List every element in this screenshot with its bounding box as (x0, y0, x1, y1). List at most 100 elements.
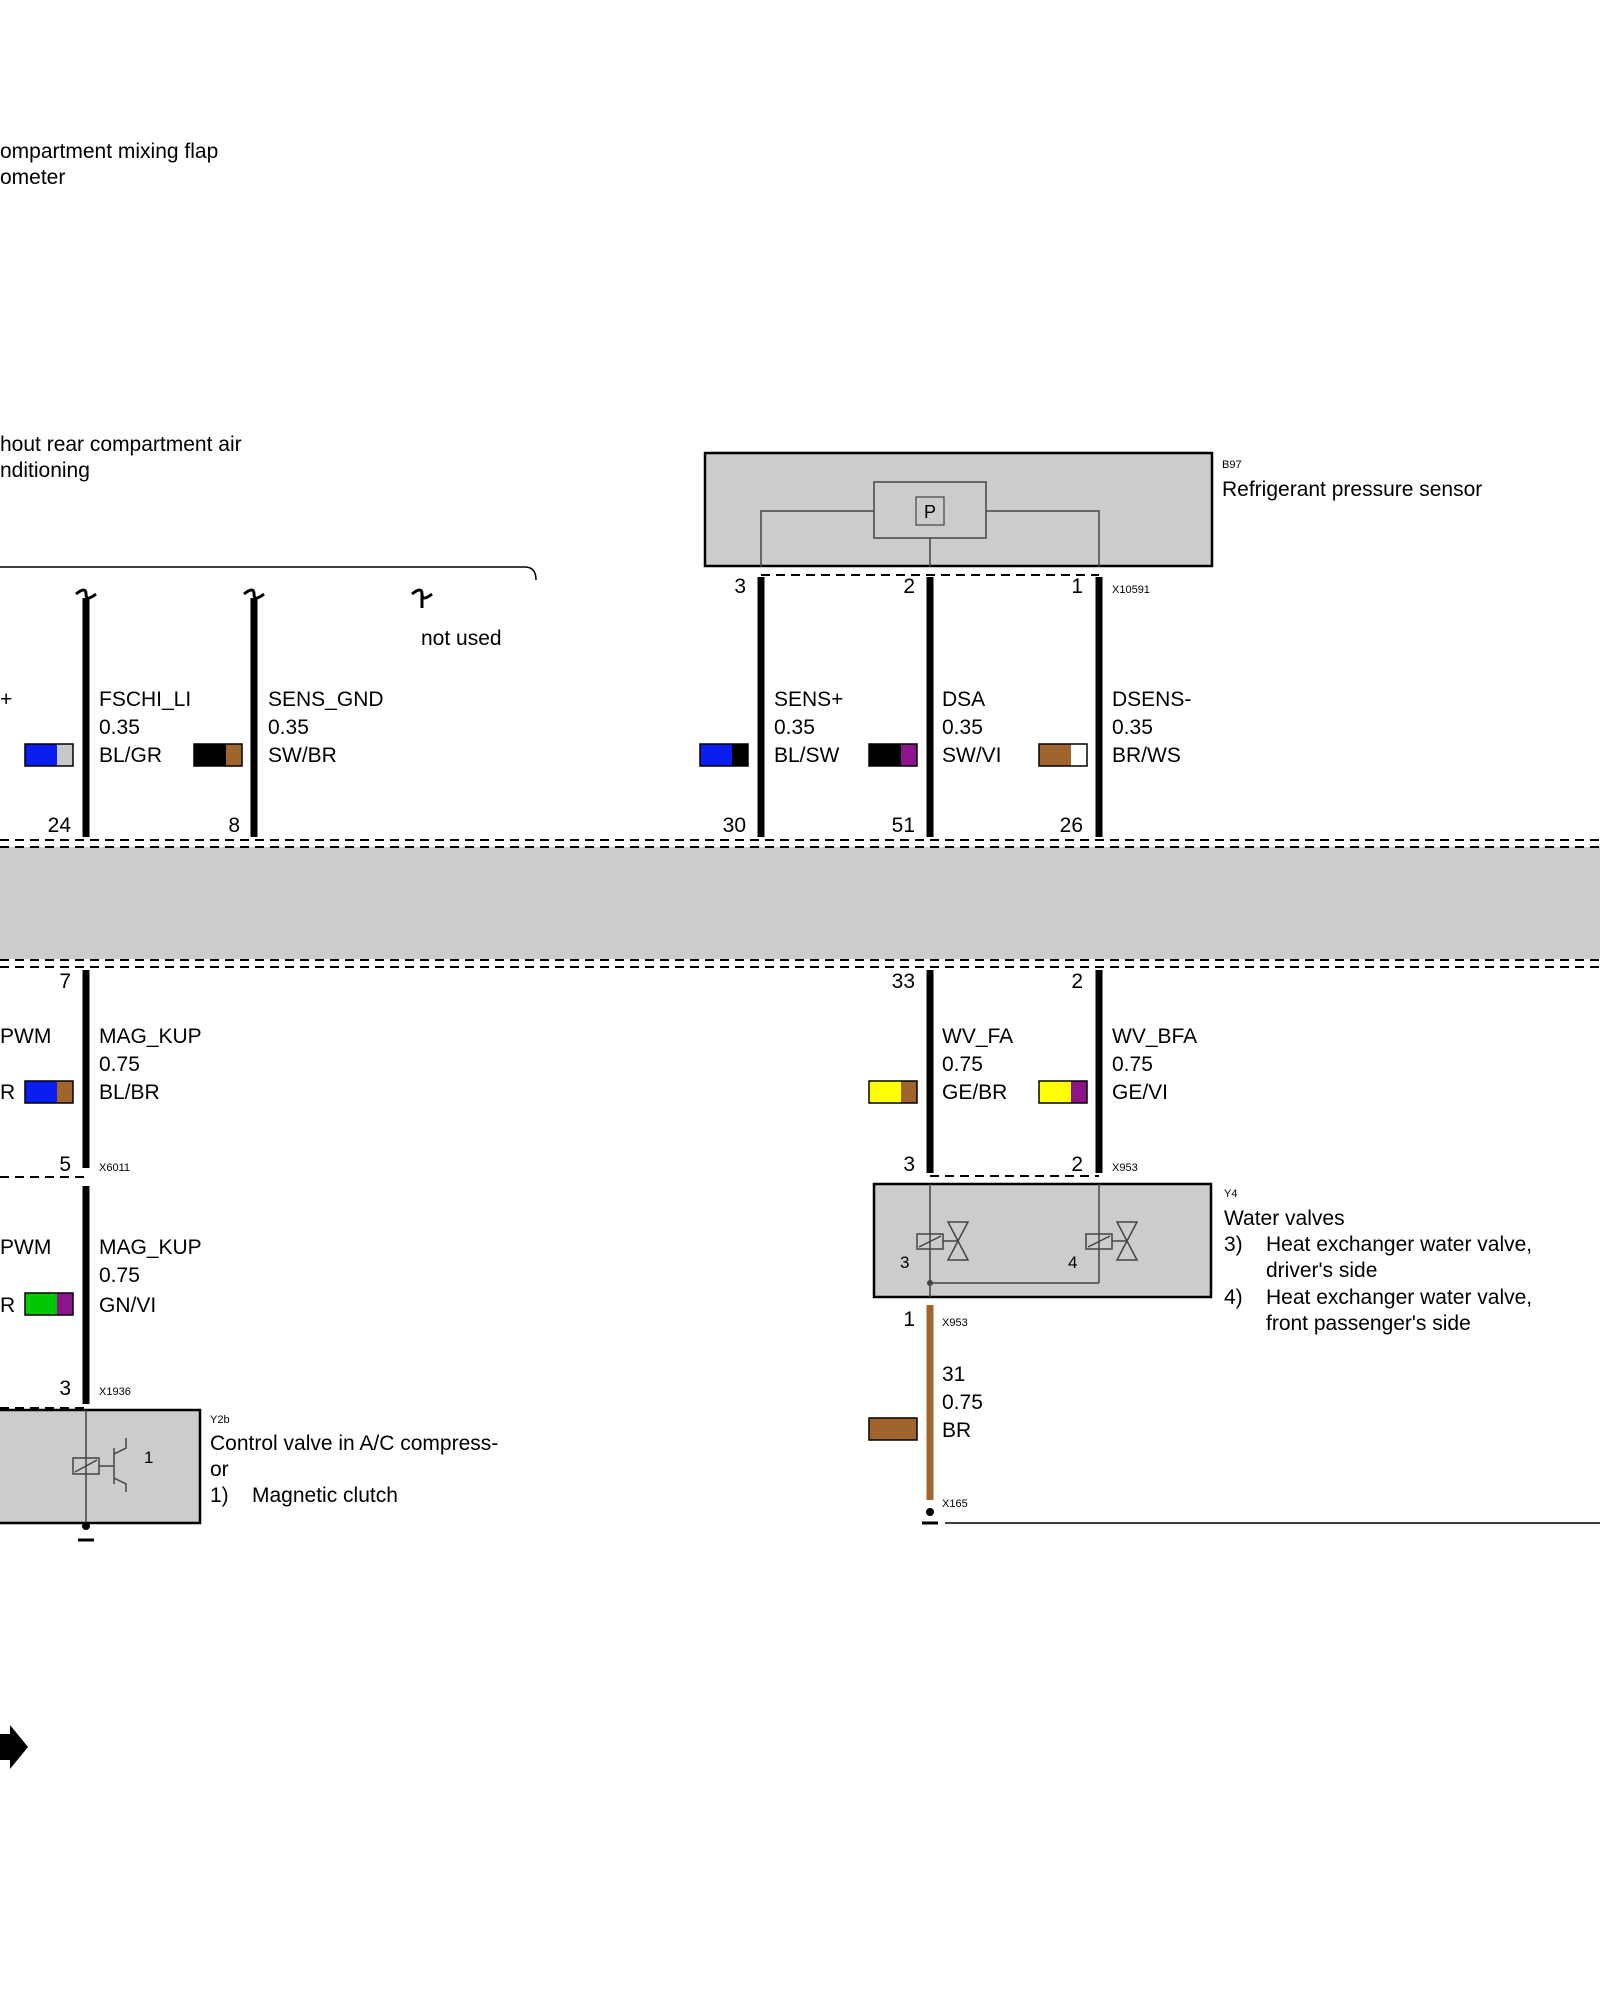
module-pin-30: 30 (723, 814, 746, 837)
mag-kup-2-signal: MAG_KUP (99, 1236, 202, 1259)
control-valve-name-2: or (210, 1458, 229, 1481)
sens-plus-color: BL/SW (774, 744, 840, 767)
wire-break-not-used (411, 588, 433, 608)
module-pin-33: 33 (892, 970, 915, 993)
wv-bfa-color-swatch (1038, 1080, 1088, 1104)
x1936-pin-3: 3 (59, 1377, 71, 1400)
x953-pin-2: 2 (1071, 1153, 1083, 1176)
mag-kup-1-signal: MAG_KUP (99, 1025, 202, 1048)
water-valves-item4-line1: Heat exchanger water valve, (1266, 1286, 1532, 1309)
sensor-pin-1: 1 (1071, 575, 1083, 598)
refrigerant-pressure-sensor: P (703, 451, 1214, 568)
x953-pin-3: 3 (903, 1153, 915, 1176)
partial-signal-label: + (0, 688, 12, 711)
water-valves-item3-num: 3) (1224, 1233, 1243, 1256)
dsens-color: BR/WS (1112, 744, 1181, 767)
x6011-pin-5: 5 (59, 1153, 71, 1176)
continuation-arrow-icon (0, 1725, 28, 1769)
wv-bfa-size: 0.75 (1112, 1053, 1153, 1076)
module-pin-2: 2 (1071, 970, 1083, 993)
module-pin-8: 8 (228, 814, 240, 837)
ihka-control-module (0, 839, 1600, 968)
module-pin-24: 24 (48, 814, 72, 837)
clutch-inner-label: 1 (144, 1448, 153, 1467)
sens-gnd-color: SW/BR (268, 744, 337, 767)
sensor-pin-2: 2 (903, 575, 915, 598)
dsens-signal: DSENS- (1112, 688, 1191, 711)
note-potentiometer: ometer (0, 166, 65, 189)
ground-size: 0.75 (942, 1391, 983, 1414)
wv-bfa-signal: WV_BFA (1112, 1025, 1197, 1048)
ground-point-tag: X165 (942, 1498, 968, 1510)
module-pin-7: 7 (59, 970, 71, 993)
sens-gnd-signal: SENS_GND (268, 688, 384, 711)
water-valves-item4-num: 4) (1224, 1286, 1243, 1309)
control-valve-name-1: Control valve in A/C compress- (210, 1432, 498, 1455)
x1936-tag: X1936 (99, 1386, 131, 1398)
mag-kup-1-color-swatch (24, 1080, 74, 1104)
dsa-size: 0.35 (942, 716, 983, 739)
control-valve-component: 1 (0, 1407, 202, 1542)
sens-gnd-color-swatch (193, 743, 243, 767)
water-valves-name: Water valves (1224, 1207, 1345, 1230)
dsa-signal: DSA (942, 688, 985, 711)
ground-pin-1: 1 (903, 1308, 915, 1331)
water-valves-item3-line2: driver's side (1266, 1259, 1377, 1282)
control-valve-item-num: 1) (210, 1484, 229, 1507)
water-valves-item4-line2: front passenger's side (1266, 1312, 1471, 1335)
x6011-tag: X6011 (99, 1162, 130, 1174)
wire-break-fschi (75, 588, 97, 600)
wv-fa-color: GE/BR (942, 1081, 1007, 1104)
note-mixing-flap: ompartment mixing flap (0, 140, 218, 163)
variant-bracket (0, 566, 537, 581)
ground-color-swatch (868, 1417, 918, 1441)
sensor-tag: B97 (1222, 459, 1242, 471)
fschi-signal: FSCHI_LI (99, 688, 191, 711)
mag-kup-2-size: 0.75 (99, 1264, 140, 1287)
pwm-label-1: PWM (0, 1025, 51, 1048)
dsa-color: SW/VI (942, 744, 1002, 767)
not-used-label: not used (421, 627, 502, 650)
sensor-name: Refrigerant pressure sensor (1222, 478, 1482, 501)
pwm-label-2: PWM (0, 1236, 51, 1259)
valve-4-icon (1085, 1221, 1139, 1261)
water-valves-item3-line1: Heat exchanger water valve, (1266, 1233, 1532, 1256)
mag-kup-2-color: GN/VI (99, 1294, 156, 1317)
module-pin-26: 26 (1060, 814, 1083, 837)
dsa-color-swatch (868, 743, 918, 767)
note-conditioning: nditioning (0, 459, 90, 482)
water-valves-component: 3 4 (872, 1182, 1213, 1299)
ground-color: BR (942, 1419, 971, 1442)
sensor-connector-tag: X10591 (1112, 584, 1150, 596)
sens-plus-size: 0.35 (774, 716, 815, 739)
sens-plus-signal: SENS+ (774, 688, 843, 711)
r-label-2: R (0, 1294, 15, 1317)
note-rear-ac: hout rear compartment air (0, 433, 242, 456)
wire-break-sens-gnd (243, 588, 265, 600)
valve-3-icon (916, 1221, 970, 1261)
wv-fa-color-swatch (868, 1080, 918, 1104)
dsens-size: 0.35 (1112, 716, 1153, 739)
control-valve-tag: Y2b (210, 1414, 230, 1426)
pressure-symbol (915, 496, 945, 526)
fschi-color: BL/GR (99, 744, 162, 767)
ground-connector-tag: X953 (942, 1317, 968, 1329)
wv-fa-signal: WV_FA (942, 1025, 1013, 1048)
mag-kup-1-color: BL/BR (99, 1081, 160, 1104)
clutch-icon (99, 1438, 127, 1492)
sensor-pin-3: 3 (734, 575, 746, 598)
valve-3-label: 3 (900, 1253, 909, 1272)
ground-signal: 31 (942, 1363, 965, 1386)
sens-plus-color-swatch (699, 743, 749, 767)
module-pin-51: 51 (892, 814, 915, 837)
valve-4-label: 4 (1068, 1253, 1077, 1272)
control-valve-item-text: Magnetic clutch (252, 1484, 398, 1507)
sens-gnd-size: 0.35 (268, 716, 309, 739)
pressure-symbol-letter: P (924, 502, 936, 522)
dsens-color-swatch (1038, 743, 1088, 767)
water-valves-tag: Y4 (1224, 1188, 1237, 1200)
fschi-color-swatch (24, 743, 74, 767)
wv-fa-size: 0.75 (942, 1053, 983, 1076)
fschi-size: 0.35 (99, 716, 140, 739)
